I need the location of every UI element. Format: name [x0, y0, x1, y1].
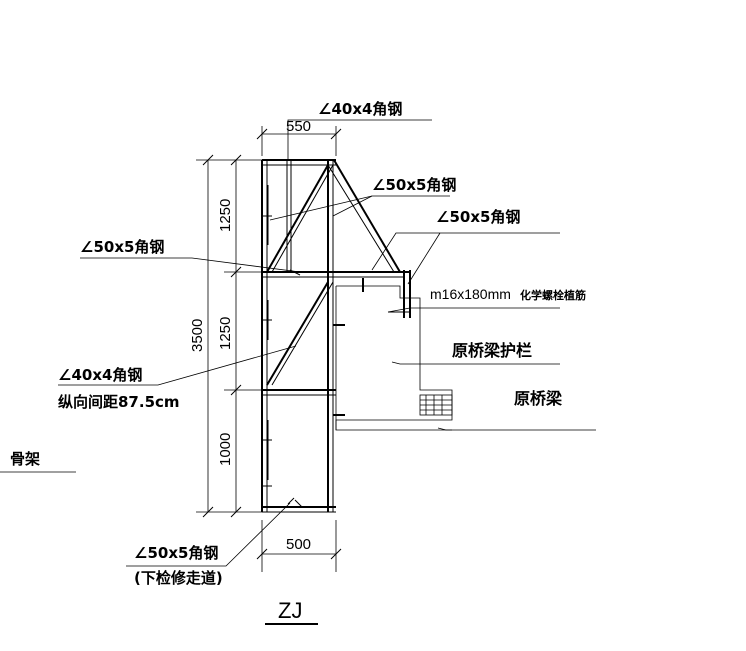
label-bolt-cn: 化学螺栓植筋 — [520, 288, 586, 302]
dim-3500: 3500 — [189, 319, 206, 352]
drawing-id: ZJ — [278, 598, 302, 623]
dim-1250-mid: 1250 — [217, 317, 234, 350]
dim-1000: 1000 — [217, 433, 234, 466]
dimension-550 — [256, 126, 342, 156]
dim-500-label: 500 — [286, 536, 311, 553]
label-skeleton: 骨架 — [10, 450, 40, 468]
label-walkway: (下检修走道) — [134, 569, 223, 587]
label-angle-40-left: ∠40x4角钢 — [58, 366, 142, 384]
label-angle-50-left: ∠50x5角钢 — [80, 238, 164, 256]
label-spacing: 纵向间距87.5cm — [58, 393, 180, 411]
dim-1250-top: 1250 — [217, 199, 234, 232]
label-guardrail: 原桥梁护栏 — [452, 341, 532, 360]
dim-550-label: 550 — [286, 118, 311, 135]
label-angle-50-b: ∠50x5角钢 — [436, 208, 520, 226]
existing-bridge — [335, 285, 453, 431]
label-bridge: 原桥梁 — [514, 389, 563, 408]
vertical-dimension-chain — [196, 154, 262, 518]
label-bolt: m16x180mm — [430, 286, 511, 302]
dimension-500 — [256, 520, 342, 572]
label-top-angle: ∠40x4角钢 — [318, 100, 402, 118]
label-walkway-angle: ∠50x5角钢 — [134, 544, 218, 562]
leaders — [0, 119, 596, 625]
label-angle-50-a: ∠50x5角钢 — [372, 176, 456, 194]
